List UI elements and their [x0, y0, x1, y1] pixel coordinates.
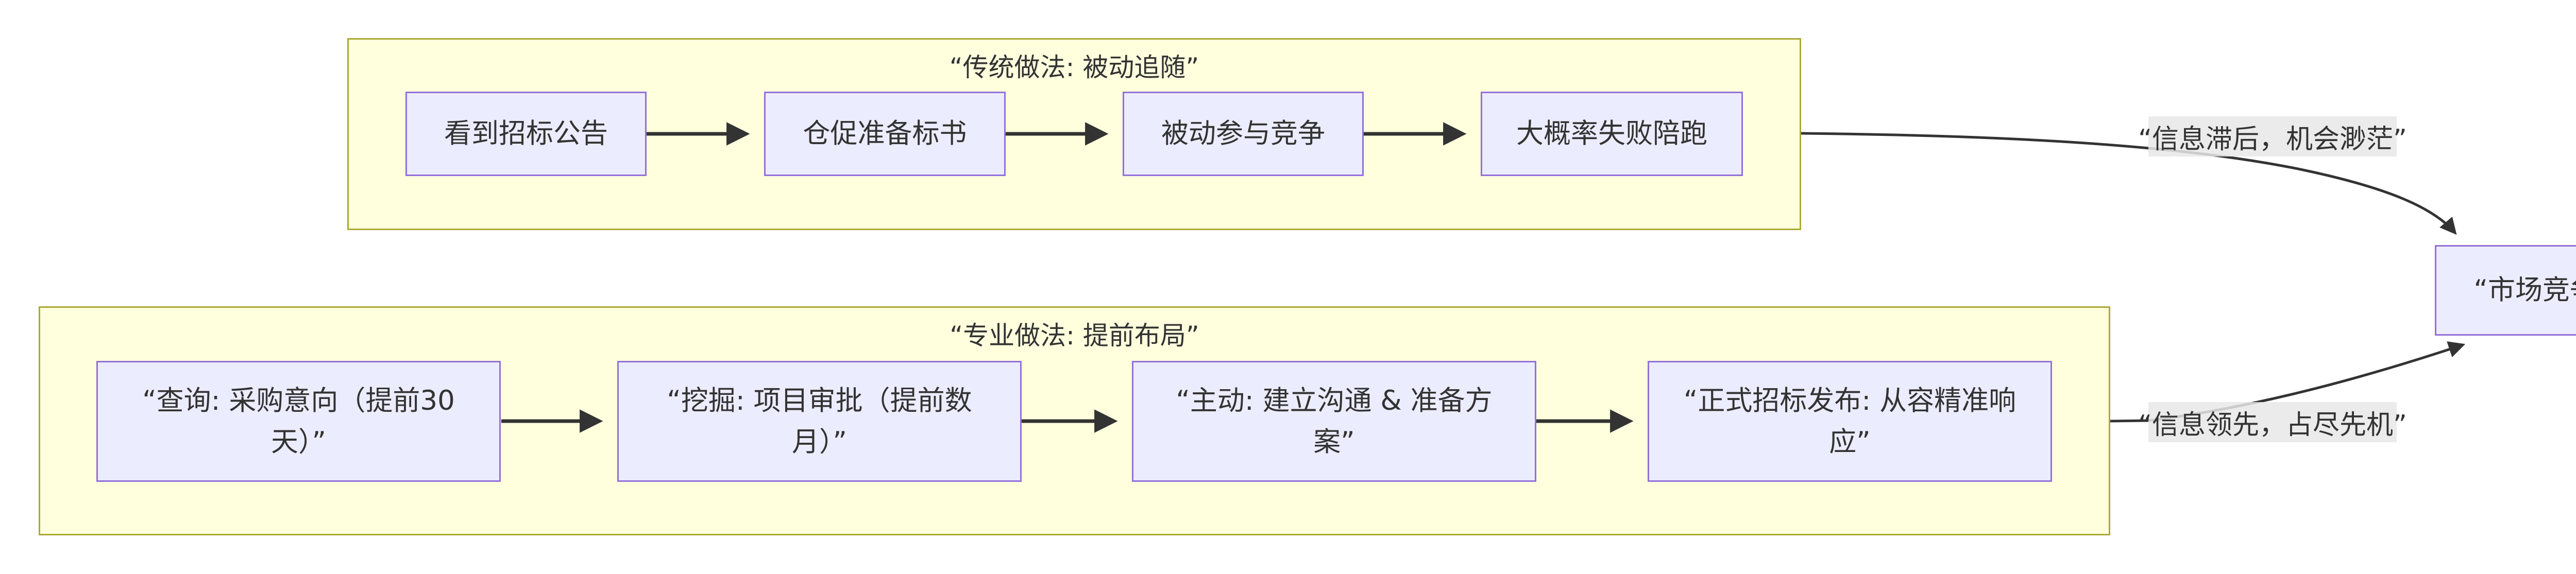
node-label-line1: “查询: 采购意向（提前30: [142, 385, 455, 416]
node-proactive-communication: “主动: 建立沟通 & 准备方 案”: [1132, 361, 1536, 482]
node-label: 被动参与竞争: [1161, 118, 1325, 150]
node-label: 看到招标公告: [444, 118, 608, 150]
node-label-line1: “挖掘: 项目审批（提前数: [667, 385, 972, 416]
node-query-procurement-intent: “查询: 采购意向（提前30 天）”: [96, 361, 501, 482]
edge-label-text: “信息滞后，机会渺茫”: [2138, 124, 2407, 155]
node-label: 仓促准备标书: [803, 118, 967, 150]
cluster-traditional-title: “传统做法: 被动追随”: [949, 53, 1199, 82]
node-likely-failure: 大概率失败陪跑: [1481, 92, 1743, 176]
edge-label-info-lag: “信息滞后，机会渺茫”: [2138, 116, 2407, 156]
node-label-line1: “正式招标发布: 从容精准响: [1683, 385, 2016, 416]
node-mine-project-approval: “挖掘: 项目审批（提前数 月）”: [617, 361, 1022, 482]
node-see-tender-notice: 看到招标公告: [405, 92, 647, 176]
node-passive-competition: 被动参与竞争: [1123, 92, 1364, 176]
cluster-professional-title: “专业做法: 提前布局”: [950, 321, 1199, 351]
node-label-line2: 天）”: [271, 426, 326, 458]
node-label-line1: “主动: 建立沟通 & 准备方: [1176, 385, 1493, 416]
node-market-competition-result: “市场竞争结果”: [2435, 245, 2576, 336]
node-label-line2: 案”: [1313, 426, 1355, 458]
node-label: “市场竞争结果”: [2473, 274, 2576, 306]
node-label: 大概率失败陪跑: [1516, 118, 1707, 150]
node-formal-tender-response: “正式招标发布: 从容精准响 应”: [1648, 361, 2052, 482]
edge-label-text: “信息领先，占尽先机”: [2138, 409, 2407, 441]
node-label-line2: 应”: [1829, 426, 1871, 458]
node-rushed-bid-prep: 仓促准备标书: [764, 92, 1006, 176]
node-label-line2: 月）”: [792, 426, 847, 458]
edge-label-info-lead: “信息领先，占尽先机”: [2138, 402, 2407, 442]
